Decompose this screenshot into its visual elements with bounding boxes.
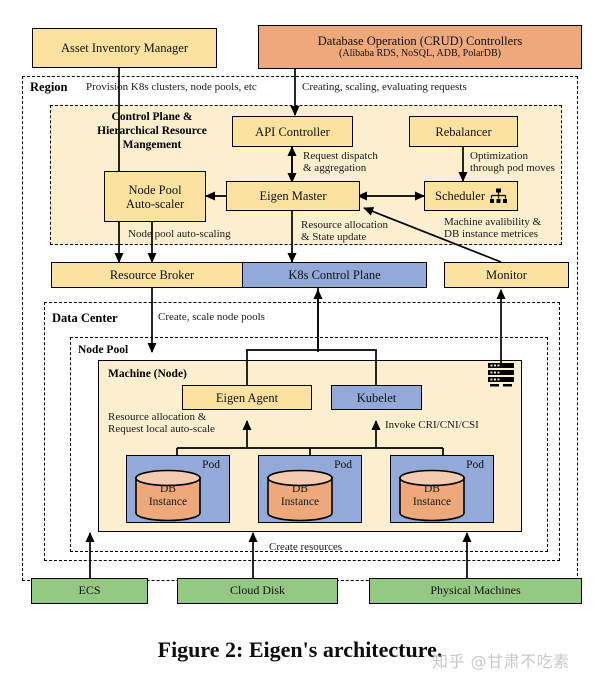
db-instance-2-label: DB Instance: [268, 483, 332, 509]
pod-1-label: Pod: [202, 459, 220, 471]
crud-controllers-label: Database Operation (CRUD) Controllers: [317, 34, 523, 49]
asset-inventory-manager-box[interactable]: Asset Inventory Manager: [32, 28, 217, 68]
rebalancer-box[interactable]: Rebalancer: [409, 116, 518, 147]
eigen-agent-label: Eigen Agent: [215, 390, 279, 405]
server-rack-icon: [487, 362, 515, 388]
machine-metrics-line2: DB instance metrices: [444, 228, 539, 241]
node-pool-auto-scaler-label-line1: Node Pool: [128, 182, 182, 197]
optimization-line1: Optimization: [470, 150, 529, 162]
data-center-container: [44, 302, 560, 561]
resource-allocation-line1: Resource allocation: [301, 219, 389, 231]
control-plane-label-line2: Hierarchical Resource: [97, 125, 207, 138]
node-pool-label: Node Pool: [78, 344, 129, 356]
physical-machines-box[interactable]: Physical Machines: [369, 578, 582, 604]
asset-inventory-manager-label: Asset Inventory Manager: [60, 41, 189, 55]
request-dispatch-line2: & aggregation: [303, 162, 367, 175]
optimization-label: Optimization through pod moves: [470, 150, 555, 175]
k8s-control-plane-label: K8s Control Plane: [288, 268, 381, 282]
rebalancer-label: Rebalancer: [435, 124, 492, 139]
node-pool-autoscaling-label: Node pool auto-scaling: [128, 228, 231, 240]
node-pool-auto-scaler-box[interactable]: Node Pool Auto-scaler: [104, 171, 206, 222]
machine-metrics-label: Machine avalibility & DB instance metric…: [444, 216, 541, 241]
resource-allocation-line2: & State update: [301, 231, 367, 244]
scheduler-label: Scheduler: [435, 189, 485, 203]
db-instance-2-line2: Instance: [280, 495, 320, 508]
resource-broker-box[interactable]: Resource Broker: [51, 262, 253, 288]
creating-edge-label: Creating, scaling, evaluating requests: [302, 81, 467, 93]
hierarchy-icon: [489, 188, 507, 204]
resource-allocation-local-line1: Resource allocation &: [108, 411, 207, 423]
k8s-control-plane-box[interactable]: K8s Control Plane: [242, 262, 427, 288]
machine-node-label: Machine (Node): [108, 368, 187, 380]
physical-machines-label: Physical Machines: [430, 583, 521, 598]
create-resources-label: Create resources: [269, 541, 342, 553]
db-instance-3-line1: DB: [424, 483, 440, 495]
monitor-label: Monitor: [486, 268, 527, 282]
eigen-master-label: Eigen Master: [259, 189, 327, 203]
resource-broker-label: Resource Broker: [109, 268, 195, 282]
crud-controllers-box[interactable]: Database Operation (CRUD) Controllers (A…: [258, 25, 582, 69]
resource-allocation-state-label: Resource allocation & State update: [301, 219, 388, 244]
pod-3-label: Pod: [466, 459, 484, 471]
pod-2-label: Pod: [334, 459, 352, 471]
db-instance-1-line2: Instance: [148, 495, 188, 508]
db-instance-1-label: DB Instance: [136, 483, 200, 509]
node-pool-auto-scaler-label-line2: Auto-scaler: [125, 196, 185, 211]
db-instance-3-label: DB Instance: [400, 483, 464, 509]
figure-caption: Figure 2: Eigen's architecture.: [157, 637, 443, 662]
ecs-box[interactable]: ECS: [31, 578, 148, 604]
db-instance-3-line2: Instance: [412, 495, 452, 508]
optimization-line2: through pod moves: [470, 162, 555, 175]
db-instance-2-line1: DB: [292, 483, 308, 495]
watermark-text: 知乎 @甘肃不吃素: [432, 652, 570, 671]
db-instance-1-line1: DB: [160, 483, 176, 495]
control-plane-label: Control Plane & Hierarchical Resource Ma…: [88, 110, 216, 152]
data-center-label: Data Center: [52, 311, 118, 325]
request-dispatch-label: Request dispatch & aggregation: [303, 150, 378, 175]
api-controller-label: API Controller: [255, 124, 330, 139]
cloud-disk-box[interactable]: Cloud Disk: [177, 578, 338, 604]
region-label: Region: [30, 80, 68, 94]
api-controller-box[interactable]: API Controller: [232, 116, 353, 147]
eigen-agent-box[interactable]: Eigen Agent: [182, 385, 312, 410]
kubelet-box[interactable]: Kubelet: [331, 385, 422, 410]
invoke-cri-label: Invoke CRI/CNI/CSI: [385, 419, 479, 431]
node-pool-container: [70, 337, 548, 552]
machine-metrics-line1: Machine avalibility &: [444, 216, 542, 228]
monitor-box[interactable]: Monitor: [444, 262, 569, 288]
eigen-master-box[interactable]: Eigen Master: [226, 181, 360, 211]
resource-allocation-local-label: Resource allocation & Request local auto…: [108, 411, 215, 436]
create-scale-node-pools-label: Create, scale node pools: [158, 311, 265, 323]
ecs-label: ECS: [78, 583, 101, 598]
crud-controllers-sublabel: (Alibaba RDS, NoSQL, ADB, PolarDB): [339, 48, 501, 60]
cloud-disk-label: Cloud Disk: [229, 583, 285, 598]
request-dispatch-line1: Request dispatch: [303, 150, 378, 162]
provision-edge-label: Provision K8s clusters, node pools, etc: [86, 81, 257, 93]
kubelet-label: Kubelet: [356, 390, 397, 405]
scheduler-box[interactable]: Scheduler: [424, 181, 518, 211]
control-plane-label-line3: Mangement: [122, 139, 182, 152]
control-plane-label-line1: Control Plane &: [111, 111, 193, 123]
resource-allocation-local-line2: Request local auto-scale: [108, 423, 215, 436]
